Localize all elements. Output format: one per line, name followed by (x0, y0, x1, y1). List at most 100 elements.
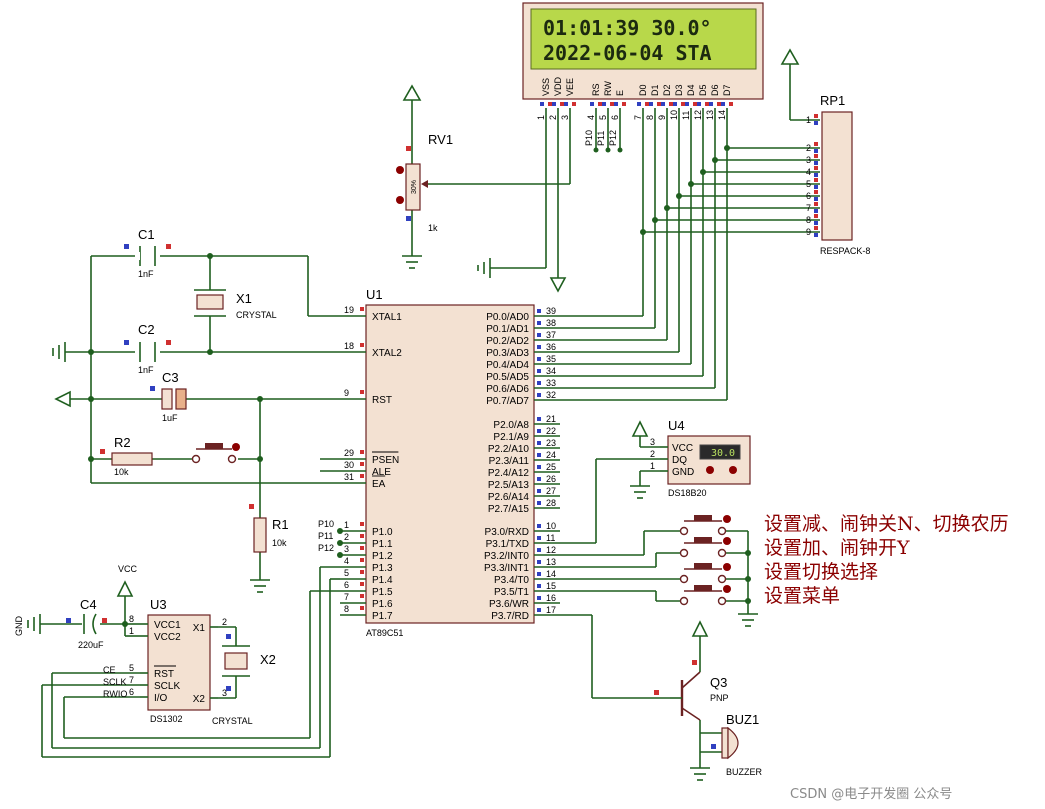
u3-pin-io: I/O (154, 693, 168, 704)
u1-ref: U1 (366, 287, 383, 302)
lcd-pin-number: 7 (633, 115, 643, 120)
r2-ref: R2 (114, 435, 131, 450)
u1-pin-number: 16 (546, 593, 556, 603)
x2-model: CRYSTAL (212, 716, 253, 726)
net-label-p11-lcd: P11 (596, 131, 606, 146)
reset-button (191, 443, 240, 464)
u1-pin-number: 5 (344, 568, 349, 578)
c4-gnd-symbol (27, 614, 41, 634)
u1-pin-p33int1: P3.3/INT1 (484, 563, 529, 574)
u4-vcc-arrow (631, 420, 649, 437)
c4-ref: C4 (80, 597, 97, 612)
rp1-vcc-arrow (780, 48, 800, 65)
u3-pin-x2: X2 (193, 694, 206, 705)
u3-pin-number: 7 (129, 675, 134, 685)
u3-pin-sclk: SCLK (154, 681, 180, 692)
u1-pin-number: 14 (546, 569, 556, 579)
lcd-pin-number: 3 (560, 115, 570, 120)
u1-pin-p27a15: P2.7/A15 (488, 504, 530, 515)
r1-gnd-symbol (250, 579, 270, 593)
rp1-model: RESPACK-8 (820, 246, 870, 256)
r2-resistor: R2 10k (100, 435, 153, 477)
u4-model: DS18B20 (668, 488, 707, 498)
c3-value: 1uF (162, 413, 178, 423)
q3-transistor: Q3 PNP (654, 660, 729, 721)
u1-pin-p20a8: P2.0/A8 (493, 420, 529, 431)
u1-pin-p15: P1.5 (372, 587, 393, 598)
note-button-1: 设置减、闹钟关N、切换农历 (764, 513, 1009, 535)
u1-pin-p06ad6: P0.6/AD6 (486, 384, 529, 395)
lcd-pin-vdd: VDD (553, 76, 563, 96)
net-label-p12: P12 (318, 543, 334, 553)
u1-pin-number: 34 (546, 366, 556, 376)
gnd-label: GND (14, 616, 24, 637)
u3-vcc-label: VCC (118, 564, 138, 574)
u3-pin-number: 6 (129, 687, 134, 697)
lcd-gnd-symbol (477, 258, 491, 278)
u4-pin-gnd: GND (672, 467, 694, 478)
r1-value: 10k (272, 538, 287, 548)
u1-pin-p31txd: P3.1/TXD (486, 539, 529, 550)
u1-pin-p23a11: P2.3/A11 (489, 456, 530, 467)
u1-pin-number: 3 (344, 544, 349, 554)
u1-pin-number: 31 (344, 472, 354, 482)
u1-pin-number: 24 (546, 450, 556, 460)
c1-value: 1nF (138, 269, 154, 279)
c3-ref: C3 (162, 370, 179, 385)
note-button-3: 设置切换选择 (764, 561, 878, 583)
lcd-pin-d4: D4 (686, 84, 696, 96)
u3-pin-number: 3 (222, 688, 227, 698)
u3-model: DS1302 (150, 714, 183, 724)
u1-pin-p34t0: P3.4/T0 (494, 575, 529, 586)
lcd-pin-number: 8 (645, 115, 655, 120)
q3-ref: Q3 (710, 675, 727, 690)
lcd-screen (530, 8, 757, 70)
lcd-pin-number: 14 (717, 110, 727, 120)
u3-ds1302: U3 DS1302 8VCC11VCC25RST7SCLK6I/O2X13X2 … (103, 597, 227, 724)
rv1-value: 1k (428, 223, 438, 233)
u1-pin-number: 8 (344, 604, 349, 614)
u1-pin-number: 9 (344, 388, 349, 398)
u3-pin-number: 8 (129, 614, 134, 624)
u1-pin-number: 12 (546, 545, 556, 555)
u1-pin-p12: P1.2 (372, 551, 393, 562)
u1-pin-p37rd: P3.7/RD (491, 611, 529, 622)
push-button-3 (679, 563, 731, 584)
u4-pin-dq: DQ (672, 455, 687, 466)
u1-pin-number: 38 (546, 318, 556, 328)
u4-ref: U4 (668, 418, 685, 433)
rv1-ref: RV1 (428, 132, 453, 147)
u1-pin-number: 1 (344, 520, 349, 530)
r1-ref: R1 (272, 517, 289, 532)
u4-pin-number: 3 (650, 437, 655, 447)
u4-pin-number: 2 (650, 449, 655, 459)
buzz1-buzzer: BUZ1 BUZZER (711, 712, 763, 777)
lcd-pin-number: 4 (586, 115, 596, 120)
u4-pin-number: 1 (650, 461, 655, 471)
lcd-pin-d2: D2 (662, 84, 672, 96)
u4-pin-vcc: VCC (672, 443, 693, 454)
net-label-ce: CE (103, 665, 116, 675)
u1-pin-number: 19 (344, 305, 354, 315)
button-notes: 设置减、闹钟关N、切换农历 设置加、闹钟开Y 设置切换选择 设置菜单 (764, 513, 1009, 607)
rp1-pin-number: 3 (806, 155, 811, 165)
u1-pin-number: 11 (546, 533, 555, 543)
u1-pin-p11: P1.1 (372, 539, 393, 550)
net-label-p12-lcd: P12 (608, 130, 618, 146)
u1-pin-p00ad0: P0.0/AD0 (486, 312, 529, 323)
u3-pin-rst: RST (154, 669, 174, 680)
q3-type: PNP (710, 693, 729, 703)
u1-pin-number: 13 (546, 557, 556, 567)
u1-pin-p02ad2: P0.2/AD2 (486, 336, 529, 347)
u1-mcu: U1 AT89C51 19XTAL118XTAL29RST29PSEN30ALE… (340, 287, 560, 638)
reset-wires (70, 398, 340, 580)
u1-pin-p24a12: P2.4/A12 (488, 468, 530, 479)
lcd-pin-d7: D7 (722, 84, 732, 96)
u1-pin-number: 15 (546, 581, 556, 591)
u1-pin-number: 26 (546, 474, 556, 484)
u1-pin-number: 27 (546, 486, 556, 496)
lcd-pin-number: 13 (705, 110, 715, 120)
